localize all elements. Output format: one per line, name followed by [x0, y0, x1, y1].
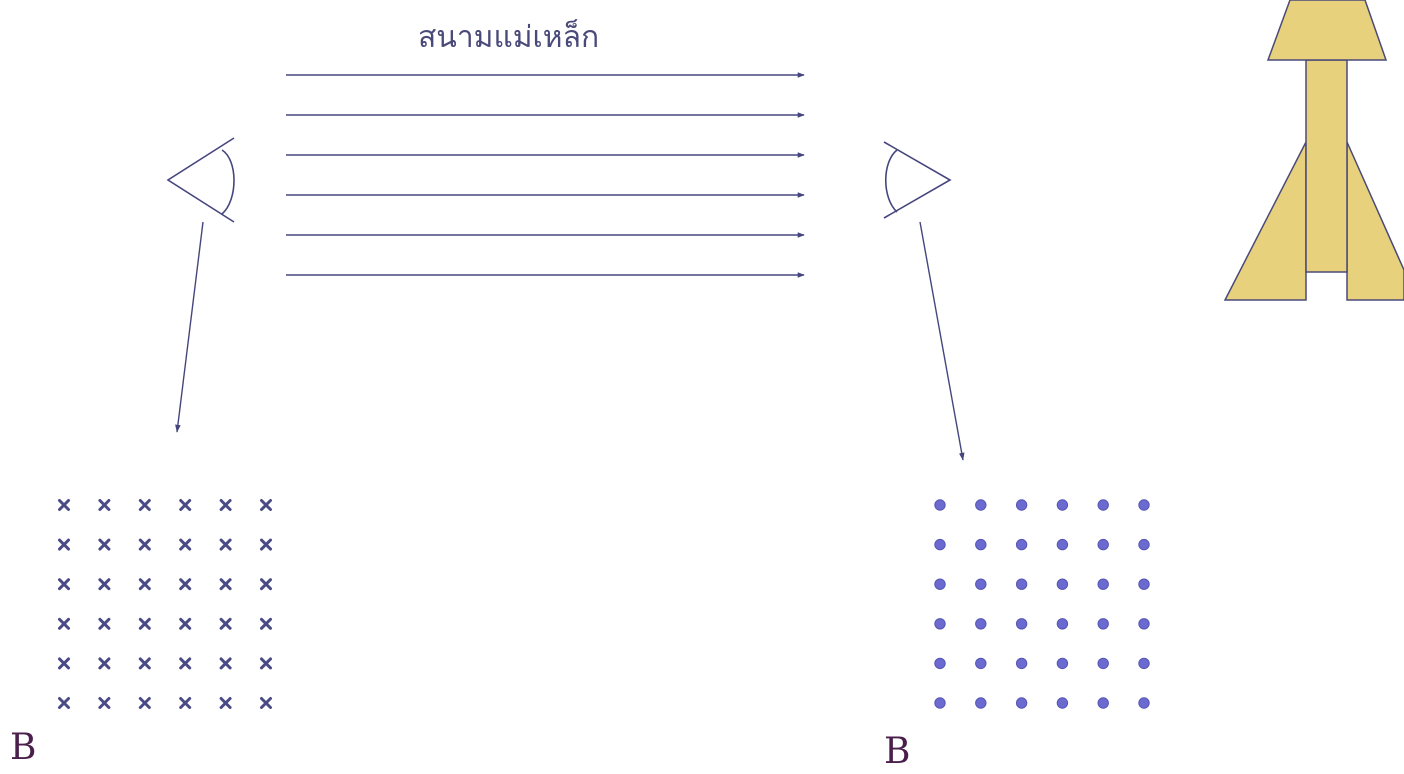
dot-mark [1138, 657, 1150, 670]
cross-mark [138, 657, 151, 670]
dot-mark [1015, 499, 1028, 511]
dot-mark [1097, 697, 1109, 709]
cross-mark [58, 617, 70, 630]
cross-mark [219, 617, 232, 630]
dot-mark [1138, 618, 1150, 630]
cross-mark [138, 499, 151, 511]
cross-mark [260, 697, 272, 709]
dot-mark [1097, 538, 1109, 551]
dot-mark [1015, 657, 1028, 670]
dot-mark [934, 657, 946, 670]
cross-mark [138, 697, 151, 709]
view-arrow-right [919, 221, 965, 461]
magnetic-field-title: สนามแม่เหล็ก [418, 20, 600, 55]
into-page-cross-grid [58, 499, 272, 709]
cross-mark [58, 578, 70, 591]
cross-mark [58, 499, 70, 511]
dot-mark [1056, 697, 1069, 709]
cross-mark [260, 499, 272, 511]
dot-mark [1056, 657, 1069, 670]
dot-mark [1138, 697, 1150, 709]
eye-icon-left [166, 137, 235, 223]
dot-mark [1097, 618, 1109, 630]
dot-mark [1138, 499, 1150, 511]
b-label-left: B [10, 727, 37, 768]
dot-mark [1056, 499, 1069, 511]
cross-mark [219, 657, 232, 670]
cross-mark [138, 538, 151, 551]
cross-mark [219, 578, 232, 591]
dot-mark [934, 578, 946, 590]
dot-mark [1056, 618, 1069, 630]
dot-mark [975, 697, 987, 709]
dot-mark [1015, 578, 1028, 590]
cross-mark [58, 657, 70, 670]
dot-mark [975, 538, 987, 551]
cross-mark [179, 578, 192, 591]
dot-mark [975, 657, 987, 670]
magnetic-field-lines [286, 72, 805, 278]
cross-mark [260, 578, 272, 591]
dot-mark [1097, 499, 1109, 511]
dot-mark [1097, 657, 1109, 670]
dot-mark [1056, 538, 1069, 551]
cross-mark [138, 617, 151, 630]
cross-mark [179, 697, 192, 709]
dot-mark [1138, 538, 1150, 551]
cross-mark [98, 657, 111, 670]
dot-mark [934, 697, 946, 709]
cross-mark [219, 538, 232, 551]
b-label-right: B [884, 731, 911, 772]
dot-mark [975, 618, 987, 630]
dot-mark [1138, 578, 1150, 590]
cross-mark [138, 578, 151, 591]
dot-mark [1015, 538, 1028, 551]
out-of-page-dot-grid [934, 499, 1150, 709]
cross-mark [260, 617, 272, 630]
cross-mark [58, 538, 70, 551]
cross-mark [179, 538, 192, 551]
cross-mark [179, 617, 192, 630]
dot-mark [1015, 618, 1028, 630]
dot-mark [975, 578, 987, 590]
cross-mark [179, 657, 192, 670]
dot-mark [934, 618, 946, 630]
cross-mark [98, 538, 111, 551]
eye-icon-right [883, 141, 952, 219]
cross-mark [98, 578, 111, 591]
arrow-up-icon [1223, 0, 1404, 301]
dot-mark [1097, 578, 1109, 590]
dot-mark [934, 538, 946, 551]
dot-mark [1056, 578, 1069, 590]
cross-mark [219, 499, 232, 511]
dot-mark [1015, 697, 1028, 709]
dot-mark [975, 499, 987, 511]
cross-mark [260, 538, 272, 551]
cross-mark [98, 617, 111, 630]
cross-mark [179, 499, 192, 511]
cross-mark [219, 697, 232, 709]
cross-mark [98, 697, 111, 709]
cross-mark [260, 657, 272, 670]
view-arrow-left [175, 221, 204, 433]
dot-mark [934, 499, 946, 511]
cross-mark [98, 499, 111, 511]
cross-mark [58, 697, 70, 709]
